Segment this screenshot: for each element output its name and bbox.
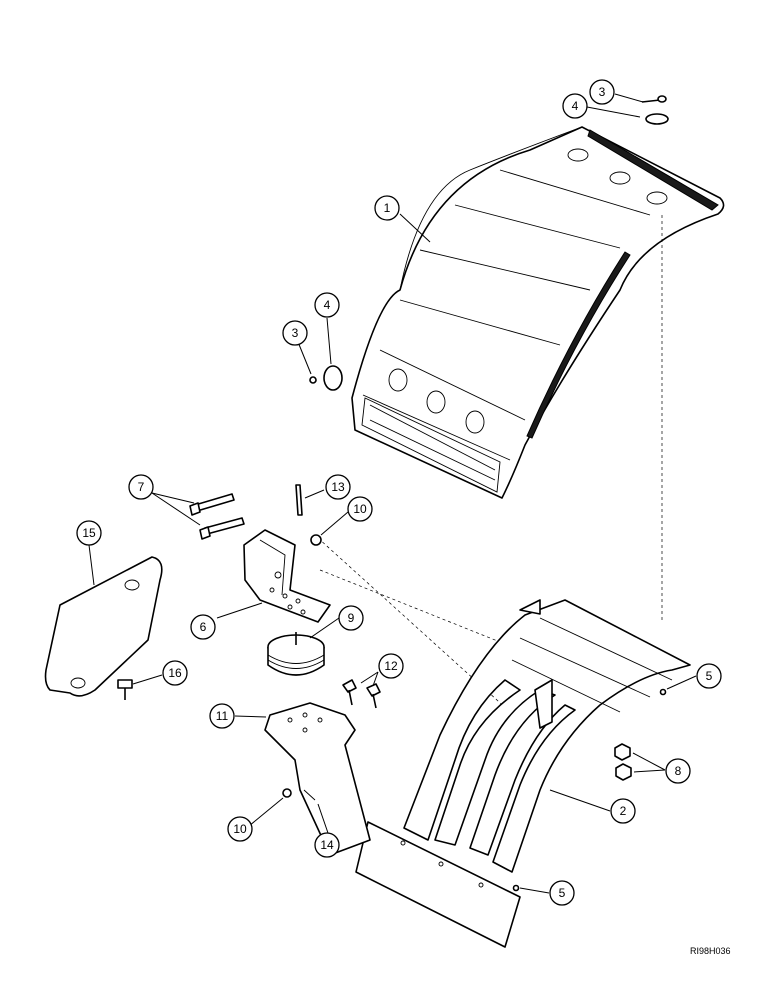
nut-10-upper <box>310 534 322 546</box>
callout-6-label: 6 <box>200 620 207 634</box>
mount-9 <box>267 632 325 676</box>
callout-6: 6 <box>190 614 216 640</box>
callout-11: 11 <box>209 703 235 729</box>
callout-11-label: 11 <box>216 709 229 723</box>
callout-10-lower-label: 10 <box>233 822 247 836</box>
callout-15-label: 15 <box>82 526 96 540</box>
washer-5-lower <box>512 884 520 892</box>
callout-3-left-label: 3 <box>292 326 299 340</box>
callout-8: 8 <box>665 758 691 784</box>
callout-15: 15 <box>76 520 102 546</box>
callout-3-top-label: 3 <box>599 85 606 99</box>
screw-3-left <box>309 376 317 384</box>
plate-11 <box>264 702 371 856</box>
callout-1-label: 1 <box>384 201 391 215</box>
bolts-7 <box>189 493 245 540</box>
callout-3-left: 3 <box>282 320 308 346</box>
bolt-16 <box>117 679 133 700</box>
nuts-8 <box>614 743 632 781</box>
callout-8-label: 8 <box>675 764 682 778</box>
drawing-code: RI98H036 <box>690 946 731 956</box>
callout-13-label: 13 <box>331 480 345 494</box>
callout-5-lower: 5 <box>549 880 575 906</box>
cap-4-top <box>645 113 669 125</box>
callout-2: 2 <box>610 798 636 824</box>
support-frame <box>355 599 691 948</box>
callout-1: 1 <box>374 195 400 221</box>
pin-14 <box>303 789 316 801</box>
alignment-lines <box>317 215 663 711</box>
callout-4-left-label: 4 <box>324 298 331 312</box>
callout-12: 12 <box>378 653 404 679</box>
callout-10-upper-label: 10 <box>353 502 367 516</box>
callout-16-label: 16 <box>168 666 182 680</box>
pin-13 <box>295 484 303 516</box>
callout-7: 7 <box>128 474 154 500</box>
callout-2-label: 2 <box>620 804 627 818</box>
callout-5-lower-label: 5 <box>559 886 566 900</box>
callout-14-label: 14 <box>320 838 334 852</box>
callout-10-upper: 10 <box>347 496 373 522</box>
side-panel-15 <box>44 556 163 697</box>
callout-9-label: 9 <box>348 611 355 625</box>
callout-13: 13 <box>325 474 351 500</box>
callout-12-label: 12 <box>384 659 398 673</box>
callout-14: 14 <box>314 832 340 858</box>
nut-10-lower <box>282 788 292 798</box>
callout-9: 9 <box>338 605 364 631</box>
leader-lines <box>88 93 697 894</box>
cap-4-left <box>323 365 343 391</box>
fender-shell <box>351 126 725 499</box>
screw-3-top <box>641 95 667 103</box>
callout-4-top-label: 4 <box>572 99 579 113</box>
callout-7-label: 7 <box>138 480 145 494</box>
bracket-6 <box>243 529 331 623</box>
bolts-12 <box>342 679 381 709</box>
washer-5-upper <box>659 688 667 696</box>
callout-3-top: 3 <box>589 79 615 105</box>
callout-5-upper: 5 <box>696 663 722 689</box>
callout-10-lower: 10 <box>227 816 253 842</box>
callout-4-top: 4 <box>562 93 588 119</box>
callout-5-upper-label: 5 <box>706 669 713 683</box>
callout-4-left: 4 <box>314 292 340 318</box>
callout-16: 16 <box>162 660 188 686</box>
